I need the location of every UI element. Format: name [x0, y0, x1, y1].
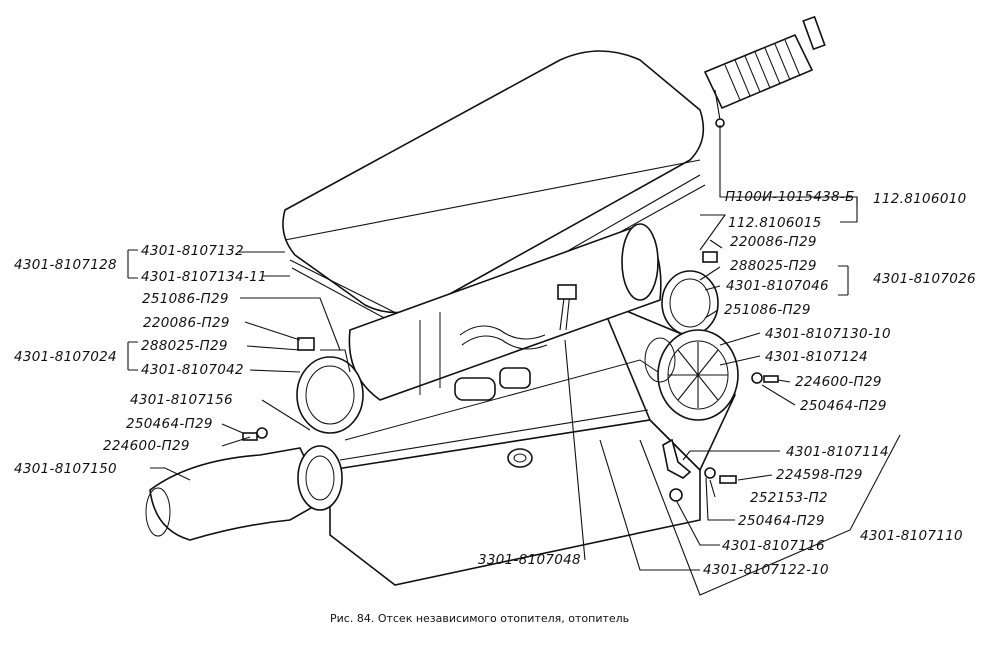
- label-112-8106010: 112.8106010: [873, 191, 966, 207]
- bracket-part: [662, 438, 737, 502]
- label-252153-p2: 252153-П2: [750, 490, 828, 506]
- label-4301-8107132: 4301-8107132: [141, 243, 244, 259]
- label-4301-8107114: 4301-8107114: [786, 444, 889, 460]
- outlet-elbow-duct: [145, 445, 343, 541]
- resistor-spiral: [703, 15, 826, 128]
- right-bolts: [751, 372, 779, 384]
- callout-labels: 4301-8107128 4301-8107132 4301-8107134-1…: [14, 189, 976, 625]
- label-251086-p29-right: 251086-П29: [724, 302, 811, 318]
- label-4301-8107124: 4301-8107124: [765, 349, 868, 365]
- label-250464-p29-right: 250464-П29: [800, 398, 887, 414]
- label-4301-8107128: 4301-8107128: [14, 257, 117, 273]
- label-4301-8107116: 4301-8107116: [722, 538, 825, 554]
- label-4301-8107134-11: 4301-8107134-11: [141, 269, 267, 285]
- label-4301-8107026: 4301-8107026: [873, 271, 976, 287]
- label-4301-8107130-10: 4301-8107130-10: [765, 326, 891, 342]
- label-4301-8107046: 4301-8107046: [726, 278, 829, 294]
- label-288025-p29-left: 288025-П29: [141, 338, 228, 354]
- label-220086-p29-right: 220086-П29: [730, 234, 817, 250]
- label-3301-8107048: 3301-8107048: [478, 552, 581, 568]
- label-p100i-1015438-b: П100И-1015438-Б: [725, 189, 855, 205]
- label-224598-p29: 224598-П29: [776, 467, 863, 483]
- leader-lines: [127, 125, 901, 596]
- label-4301-8107042: 4301-8107042: [141, 362, 244, 378]
- left-bolts: [242, 427, 268, 441]
- label-4301-8107156: 4301-8107156: [130, 392, 233, 408]
- label-250464-p29-lower: 250464-П29: [738, 513, 825, 529]
- heater-cylinder: [348, 223, 662, 401]
- label-4301-8107110: 4301-8107110: [860, 528, 963, 544]
- fan-grille: [644, 329, 739, 421]
- label-224600-p29-left: 224600-П29: [103, 438, 190, 454]
- figure-caption: Рис. 84. Отсек независимого отопителя, о…: [330, 612, 629, 625]
- label-224600-p29-right: 224600-П29: [795, 374, 882, 390]
- label-250464-p29-left: 250464-П29: [126, 416, 213, 432]
- label-251086-p29-left: 251086-П29: [142, 291, 229, 307]
- label-288025-p29-right: 288025-П29: [730, 258, 817, 274]
- left-duct-flange: [296, 337, 364, 434]
- label-4301-8107122-10: 4301-8107122-10: [703, 562, 829, 578]
- label-4301-8107150: 4301-8107150: [14, 461, 117, 477]
- label-4301-8107024: 4301-8107024: [14, 349, 117, 365]
- right-duct-flange: [661, 251, 719, 336]
- label-220086-p29-left: 220086-П29: [143, 315, 230, 331]
- label-112-8106015: 112.8106015: [728, 215, 821, 231]
